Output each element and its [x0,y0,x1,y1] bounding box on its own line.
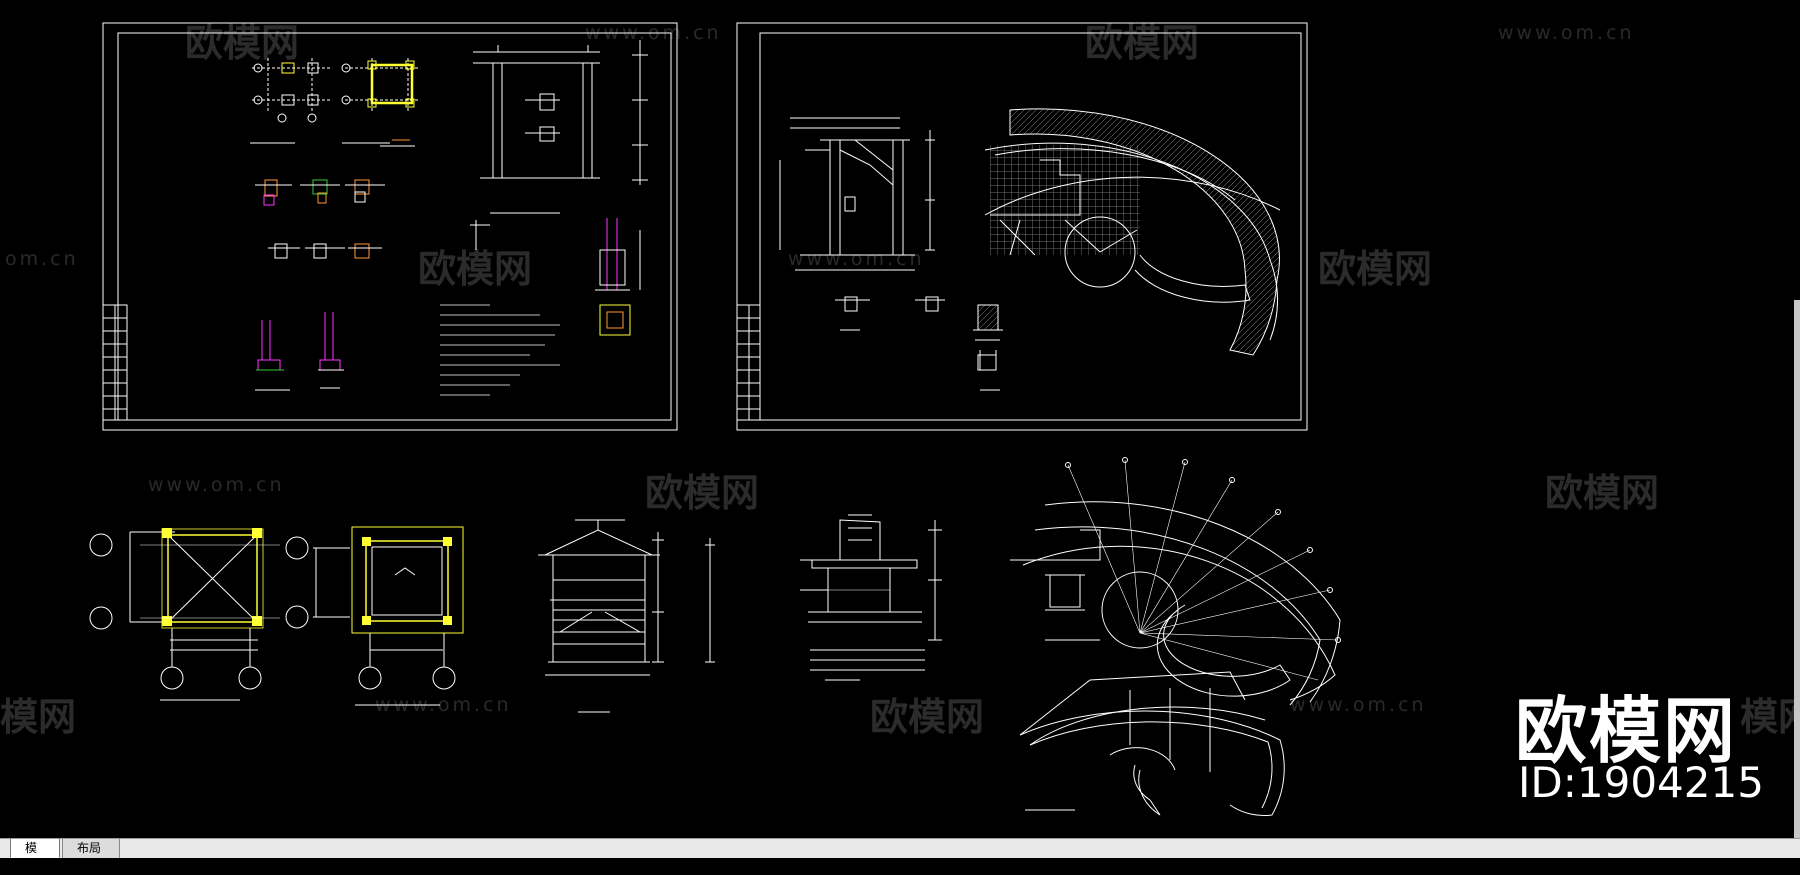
watermark-url: om.cn [5,248,79,270]
watermark-logo: 欧模网 [645,471,760,515]
pavilion-elevation-1 [473,40,648,214]
layout-tab-bar: 模型 布局1 [0,838,1800,873]
bench-section [973,304,1003,391]
cad-model-space[interactable]: www.om.cn www.om.cn om.cn www.om.cn www.… [0,0,1800,838]
wall-section [800,514,942,681]
spiral-plan-1 [1010,457,1341,706]
section-details [255,179,385,259]
tab-model[interactable]: 模型 [10,839,60,873]
watermark-logo: 欧模网 [1085,21,1200,65]
watermark-logo: 欧模网 [1545,471,1660,515]
column-plan-2 [341,58,420,112]
spiral-plan-2 [1019,671,1285,817]
column-plan-1 [252,58,330,123]
pergola-elevation [779,117,935,271]
watermark-logo: 模网 [1740,695,1800,739]
tab-layout1-label: 布局1 [77,841,102,873]
watermark-url: www.om.cn [148,474,285,496]
pavilion-plan [285,526,464,706]
watermark-logo: 欧模网 [185,21,300,65]
beam-details [835,296,945,331]
watermark-logo: 模网 [0,695,77,739]
watermark-logo: 欧模网 [870,695,985,739]
watermark-logo: 欧模网 [1318,247,1433,291]
pavilion-elevation-2 [538,519,715,713]
brand-id-label: ID:1904215 [1518,758,1764,807]
brand-logo-text: 欧模网 [1515,689,1738,773]
structural-notes [440,304,560,396]
foundation-elevation [595,218,641,336]
watermark-url: www.om.cn [788,248,925,270]
spiral-plan-sheet [984,108,1281,356]
watermark-url: www.om.cn [1290,694,1427,716]
tab-model-label: 模型 [25,841,38,873]
foundation-details [255,312,344,391]
sheet-1 [102,22,678,431]
cad-drawing [89,22,1341,817]
watermark-url: www.om.cn [375,694,512,716]
watermark-url: www.om.cn [585,22,722,44]
watermark-url: www.om.cn [1498,22,1635,44]
watermark-logo: 欧模网 [418,247,533,291]
roof-plan [89,528,280,701]
sheet-2 [736,22,1308,431]
tab-layout1[interactable]: 布局1 [62,839,120,873]
vertical-scrollbar[interactable] [1794,300,1800,838]
